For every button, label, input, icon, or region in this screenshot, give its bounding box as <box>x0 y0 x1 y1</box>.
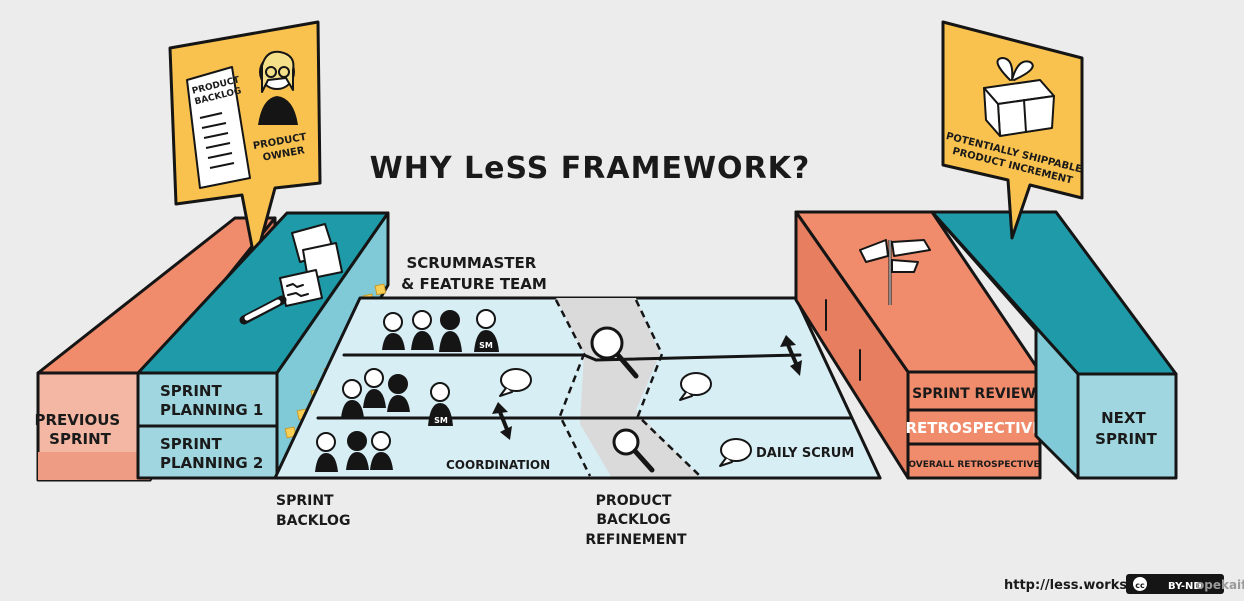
diagram-title: WHY LeSS FRAMEWORK? <box>370 151 811 186</box>
scrummaster-icon: SM <box>474 309 499 352</box>
product-owner-icon <box>258 50 298 125</box>
svg-text:SM: SM <box>479 341 493 350</box>
speech-bubble-icon <box>499 368 532 397</box>
refinement-label: PRODUCT BACKLOG REFINEMENT <box>585 493 687 548</box>
speech-bubble-icon <box>679 372 712 401</box>
person-icon <box>387 374 410 412</box>
person-icon <box>363 368 386 408</box>
person-icon <box>411 310 434 350</box>
daily-scrum-label: DAILY SCRUM <box>756 446 854 461</box>
marker-pen-icon <box>239 295 287 325</box>
person-icon <box>315 432 338 472</box>
gift-box-icon <box>983 57 1055 137</box>
scrummaster-team-label: SCRUMMASTER & FEATURE TEAM <box>401 254 547 293</box>
watermark: opekaifa <box>1196 578 1244 592</box>
person-icon <box>346 431 369 470</box>
planning-papers <box>279 223 343 307</box>
scrummaster-icon: SM <box>428 382 453 426</box>
overall-retrospective-label: OVERALL RETROSPECTIVE <box>908 460 1039 470</box>
team-row-2: SM <box>341 368 453 426</box>
signpost-icon <box>859 239 931 305</box>
speech-bubble-icon <box>719 438 752 467</box>
magnifier-icon <box>612 428 655 473</box>
person-icon <box>370 431 393 470</box>
increment-callout: POTENTIALLY SHIPPABLE PRODUCT INCREMENT <box>941 20 1084 240</box>
double-arrow-icon <box>492 402 512 440</box>
footer: http://less.works cc BY-ND opekaifa <box>1004 574 1244 594</box>
team-row-1: SM <box>382 309 499 352</box>
previous-sprint-label: PREVIOUS SPRINT <box>35 411 126 448</box>
sprint-planning-1-label: SPRINT PLANNING 1 <box>160 382 263 419</box>
magnifier-icon <box>590 326 639 379</box>
svg-text:BY-ND: BY-ND <box>1168 581 1202 592</box>
sprint-planning-2-label: SPRINT PLANNING 2 <box>160 435 263 472</box>
svg-text:cc: cc <box>1135 581 1145 590</box>
sprint-review-label: SPRINT REVIEW <box>912 386 1036 402</box>
team-row-3 <box>315 431 393 472</box>
product-owner-callout: PRODUCT BACKLOG PRODUCT OWNER <box>168 20 322 264</box>
review-retro-block: SPRINT REVIEW RETROSPECTIVE OVERALL RETR… <box>794 210 1043 480</box>
coordination-label: COORDINATION <box>446 458 550 472</box>
person-icon <box>341 379 364 418</box>
svg-text:SM: SM <box>434 416 448 425</box>
footer-url: http://less.works <box>1004 578 1127 593</box>
product-backlog-sheet: PRODUCT BACKLOG <box>186 66 251 189</box>
sprint-backlog-label: SPRINT BACKLOG <box>276 493 350 529</box>
person-icon <box>439 310 462 352</box>
license-badge: cc BY-ND <box>1126 574 1224 594</box>
next-sprint-block: NEXT SPRINT <box>930 210 1178 480</box>
person-icon <box>382 312 405 350</box>
next-sprint-label: NEXT SPRINT <box>1095 409 1157 448</box>
retrospective-label: RETROSPECTIVE <box>905 419 1042 437</box>
double-arrow-icon <box>780 335 802 376</box>
